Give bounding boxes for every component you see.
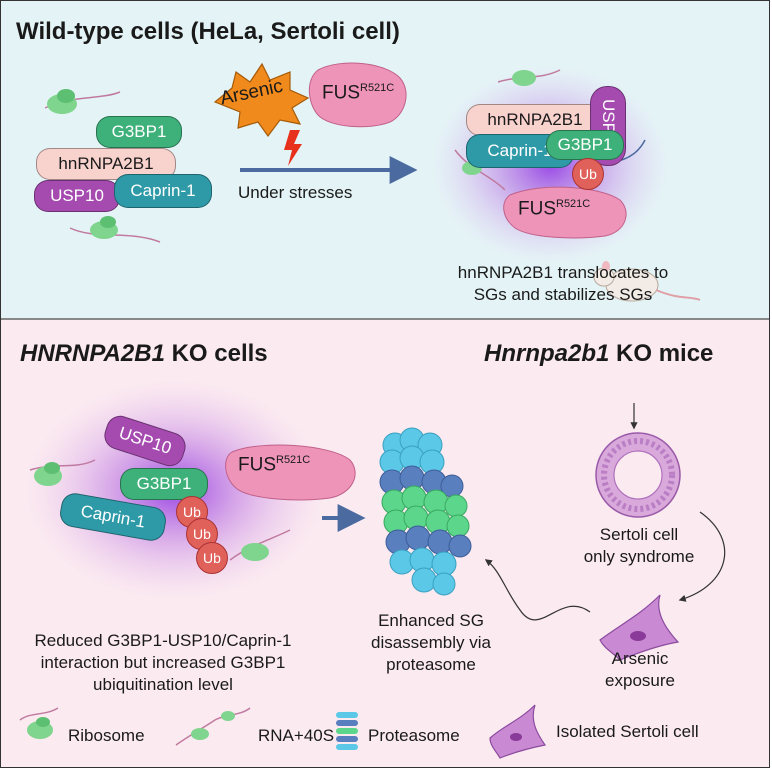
fus-label: FUSR521C xyxy=(518,198,591,220)
legend-sertoli-icon xyxy=(489,704,547,759)
panel-divider xyxy=(1,318,769,320)
ko-mice-title: Hnrnpa2b1 KO mice xyxy=(484,340,714,367)
arsenic-exposure-label: Arsenic exposure xyxy=(605,649,675,690)
legend-ribosome-icon xyxy=(19,707,59,739)
legend-sertoli-label: Isolated Sertoli cell xyxy=(556,722,699,741)
ribosome-icon xyxy=(29,459,96,486)
top-panel-title: Wild-type cells (HeLa, Sertoli cell) xyxy=(16,18,400,45)
caprin1-protein: Caprin-1 xyxy=(114,174,212,208)
ribosome-icon xyxy=(497,69,561,86)
arsenic-burst-icon xyxy=(213,62,310,138)
legend-ribosome-label: Ribosome xyxy=(68,726,145,745)
legend-rna40s-icon xyxy=(175,707,251,746)
ko-cells-title: HNRNPA2B1 KO cells xyxy=(20,340,268,367)
fus-label: FUSR521C xyxy=(322,82,395,104)
legend-proteasome-icon xyxy=(336,712,358,750)
lightning-icon xyxy=(284,130,302,166)
ko-cells-caption: Reduced G3BP1-USP10/Caprin-1 interaction… xyxy=(34,631,292,694)
ubiquitin-badge: Ub xyxy=(196,542,228,574)
fus-blob-icon xyxy=(308,62,407,128)
under-stresses-label: Under stresses xyxy=(238,183,353,202)
proteasome-caption: Enhanced SG disassembly via proteasome xyxy=(371,611,491,674)
sertoli-cell-icon xyxy=(599,594,680,661)
mouse-icon xyxy=(593,261,701,302)
ribosome-icon xyxy=(44,89,121,114)
g3bp1-protein: G3BP1 xyxy=(120,468,208,500)
fus-label: FUSR521C xyxy=(238,454,311,476)
seminiferous-tubule-icon xyxy=(595,432,681,518)
usp10-protein: USP10 xyxy=(34,180,120,212)
fus-blob-icon xyxy=(225,444,356,501)
sertoli-syndrome-label: Sertoli cell only syndrome xyxy=(583,525,695,566)
g3bp1-protein: G3BP1 xyxy=(546,130,624,160)
legend-proteasome-label: Proteasome xyxy=(368,726,460,745)
proteasome-icon xyxy=(379,427,472,596)
ribosome-icon xyxy=(69,216,161,243)
ubiquitin-badge: Ub xyxy=(572,158,604,190)
g3bp1-protein: G3BP1 xyxy=(96,116,182,148)
legend-rna40s-label: RNA+40S xyxy=(258,726,335,745)
top-caption: hnRNPA2B1 translocates to SGs and stabil… xyxy=(457,263,669,304)
ribosome-icon xyxy=(229,529,291,561)
